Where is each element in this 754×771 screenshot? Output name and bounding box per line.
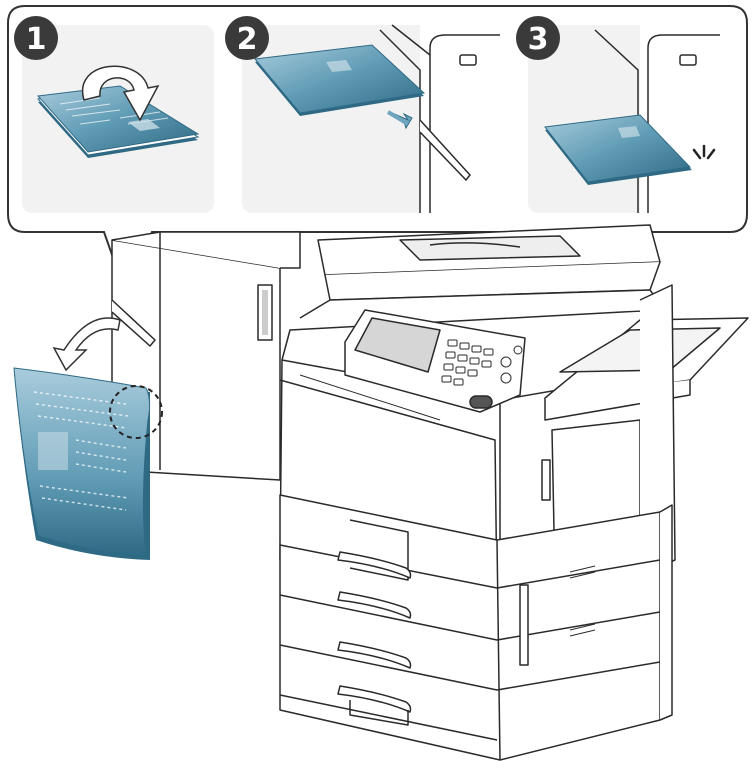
- step-badge-3: 3: [516, 16, 560, 60]
- curved-arrow-icon: [81, 65, 160, 122]
- step-3-panel: [528, 25, 720, 213]
- dashed-circle-icon: [109, 385, 163, 439]
- insert-arrow-icon: [386, 110, 413, 130]
- step-badge-2: 2: [225, 16, 269, 60]
- step-badge-1: 1: [14, 16, 58, 60]
- paper-stack-illustration: [544, 114, 692, 185]
- paper-stack-illustration: [254, 44, 426, 116]
- click-mark-icon: [692, 144, 716, 160]
- curled-paper-stack: [13, 317, 163, 560]
- step-number: 1: [26, 22, 47, 57]
- step-1-panel: [22, 25, 214, 213]
- copier-machine: [111, 224, 749, 761]
- step-2-panel: [242, 24, 500, 213]
- paper-stack-illustration: [36, 85, 200, 158]
- step-number: 3: [528, 22, 549, 57]
- step-number: 2: [237, 22, 258, 57]
- curved-arrow-icon: [52, 317, 121, 372]
